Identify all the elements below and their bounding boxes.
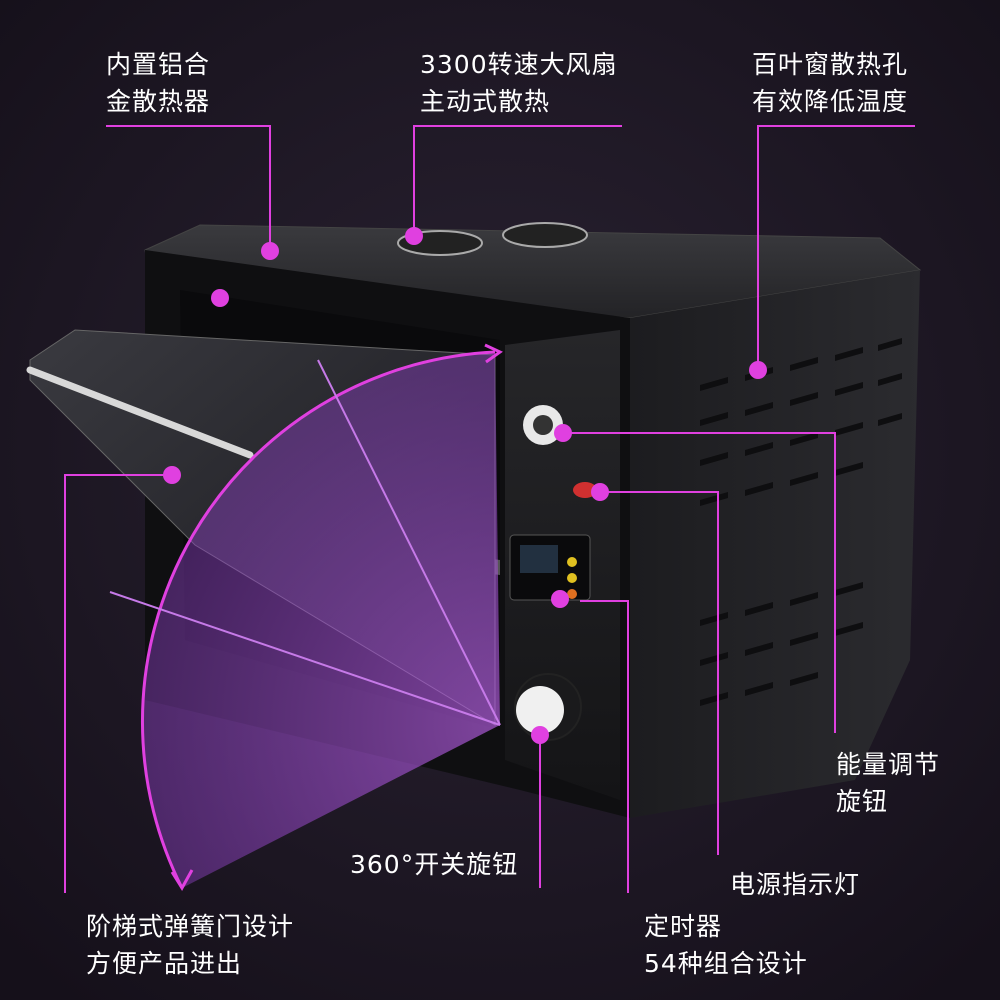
callout-vent: 百叶窗散热孔 有效降低温度 xyxy=(752,46,908,120)
side-vents xyxy=(700,338,902,706)
callout-dot-power xyxy=(591,483,609,501)
callout-heatsink-line2: 金散热器 xyxy=(106,87,211,116)
callout-fan-line1: 3300转速大风扇 xyxy=(420,50,618,79)
callout-vent-line2: 有效降低温度 xyxy=(752,87,909,116)
power-switch-knob[interactable] xyxy=(516,686,564,734)
callout-energy-line1: 能量调节 xyxy=(836,750,941,779)
callout-dot-door xyxy=(163,466,181,484)
callout-switch-knob: 360°开关旋钮 xyxy=(350,846,518,883)
callout-dot-fan xyxy=(405,227,423,245)
callout-dot-vent xyxy=(749,361,767,379)
door-swing-arc xyxy=(109,343,503,891)
callout-dot-timer xyxy=(551,590,569,608)
callout-lines xyxy=(64,125,915,893)
callout-door: 阶梯式弹簧门设计 方便产品进出 xyxy=(86,908,294,982)
callout-dots xyxy=(163,227,767,744)
control-panel xyxy=(509,405,597,741)
callout-fan-line2: 主动式散热 xyxy=(420,87,551,116)
callout-heatsink: 内置铝合 金散热器 xyxy=(106,46,210,120)
callout-door-line1: 阶梯式弹簧门设计 xyxy=(86,912,295,941)
callout-timer: 定时器 54种组合设计 xyxy=(644,908,808,982)
callout-switch-line1: 360°开关旋钮 xyxy=(350,850,519,879)
callout-energy-knob: 能量调节 旋钮 xyxy=(836,746,940,820)
callout-dot-switch xyxy=(531,726,549,744)
power-indicator-light xyxy=(573,482,597,498)
callout-timer-line1: 定时器 xyxy=(644,912,723,941)
callout-timer-line2: 54种组合设计 xyxy=(644,949,808,978)
callout-heatsink-line1: 内置铝合 xyxy=(106,50,211,79)
callout-fan: 3300转速大风扇 主动式散热 xyxy=(420,46,618,120)
callout-dot-heatsink xyxy=(261,242,279,260)
callout-dot-rail xyxy=(211,289,229,307)
callout-door-line2: 方便产品进出 xyxy=(86,949,243,978)
callout-vent-line1: 百叶窗散热孔 xyxy=(752,50,909,79)
callout-dot-energy xyxy=(554,424,572,442)
callout-energy-line2: 旋钮 xyxy=(836,787,889,816)
callout-power-line1: 电源指示灯 xyxy=(730,870,861,899)
callout-power-light: 电源指示灯 xyxy=(730,866,860,903)
